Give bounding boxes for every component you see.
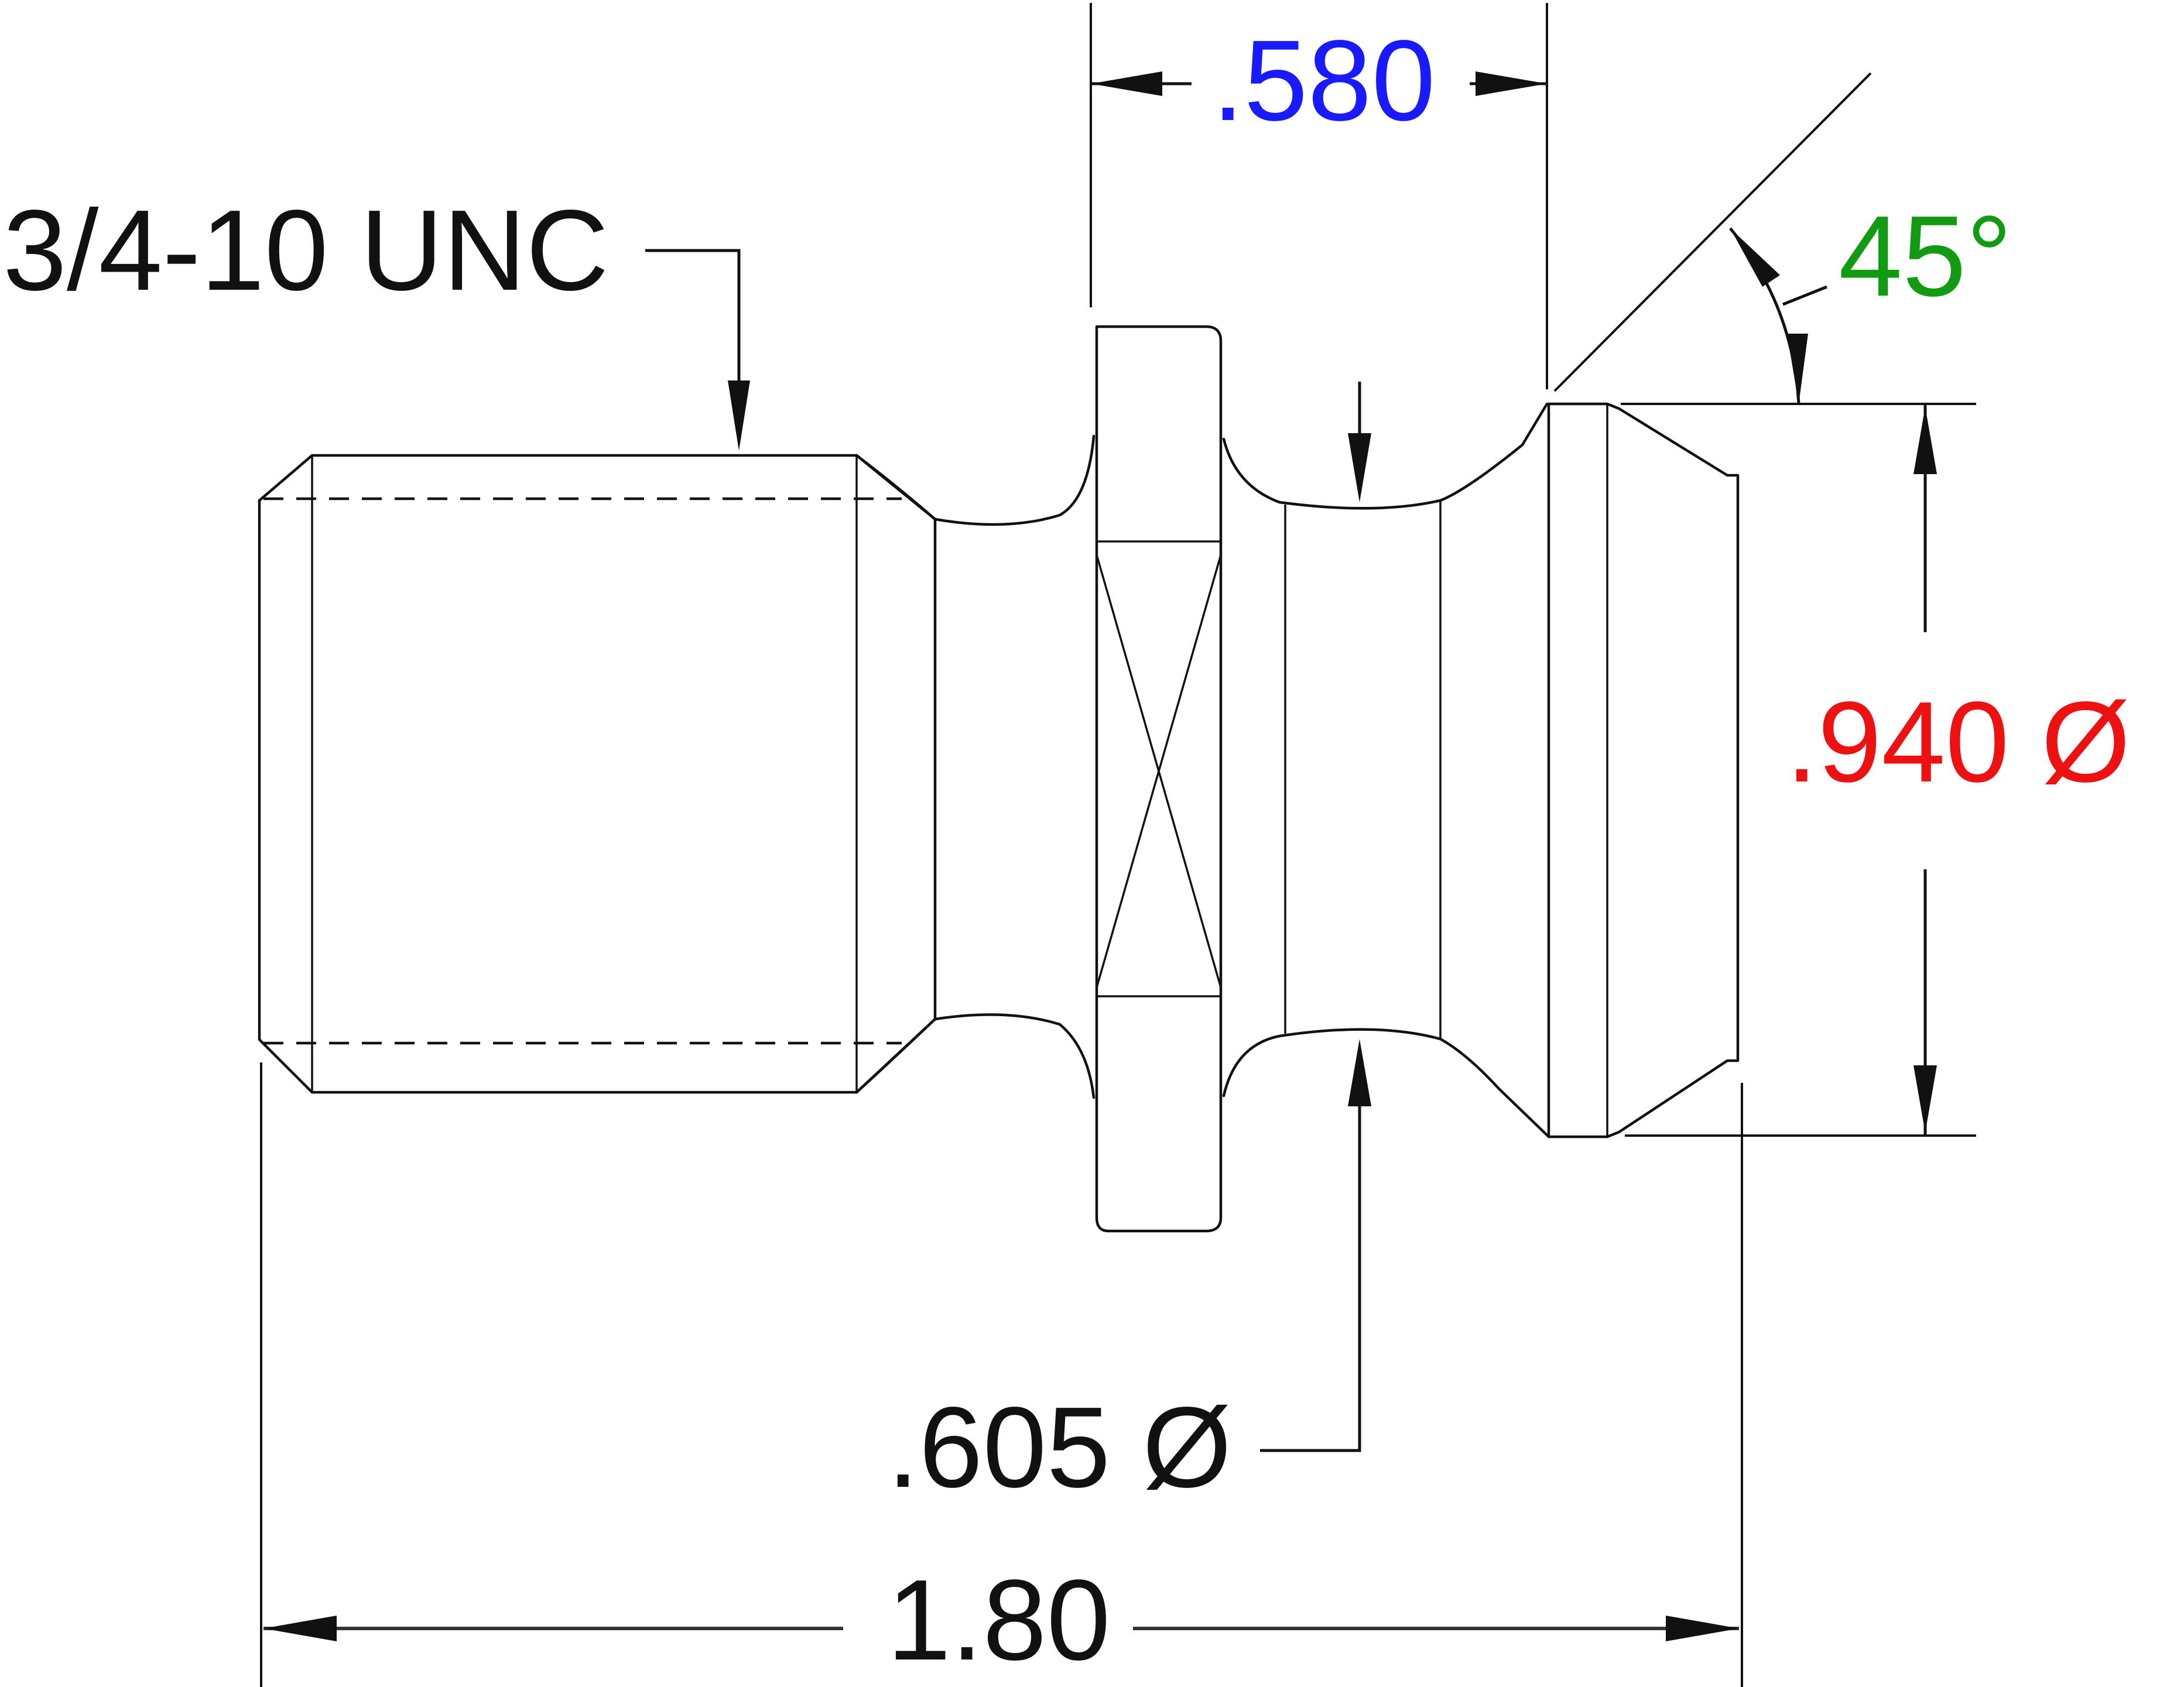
angle-dimension: 45° bbox=[1729, 192, 2012, 404]
angle-label: 45° bbox=[1839, 192, 2012, 320]
flange bbox=[1095, 325, 1223, 1233]
threaded-shank bbox=[258, 454, 937, 1094]
angle-reference-line bbox=[1553, 72, 1872, 392]
overall-length-dimension: 1.80 bbox=[263, 1556, 1739, 1684]
head-diameter-label: .940 Ø bbox=[1786, 678, 2130, 806]
part-outline bbox=[258, 325, 1740, 1233]
head bbox=[1547, 402, 1740, 1139]
neck-diameter-label: .605 Ø bbox=[887, 1383, 1231, 1511]
first-neck bbox=[855, 434, 1096, 1099]
head-diameter-dimension: .940 Ø bbox=[1786, 404, 2130, 1136]
flange-width-dimension: .580 bbox=[1091, 16, 1547, 145]
thread-callout: 3/4-10 UNC bbox=[3, 186, 750, 451]
overall-length-label: 1.80 bbox=[887, 1556, 1110, 1684]
second-neck bbox=[1222, 402, 1550, 1139]
flange-width-label: .580 bbox=[1212, 16, 1435, 145]
neck-diameter-dimension: .605 Ø bbox=[887, 382, 1371, 1511]
thread-label: 3/4-10 UNC bbox=[3, 186, 609, 314]
